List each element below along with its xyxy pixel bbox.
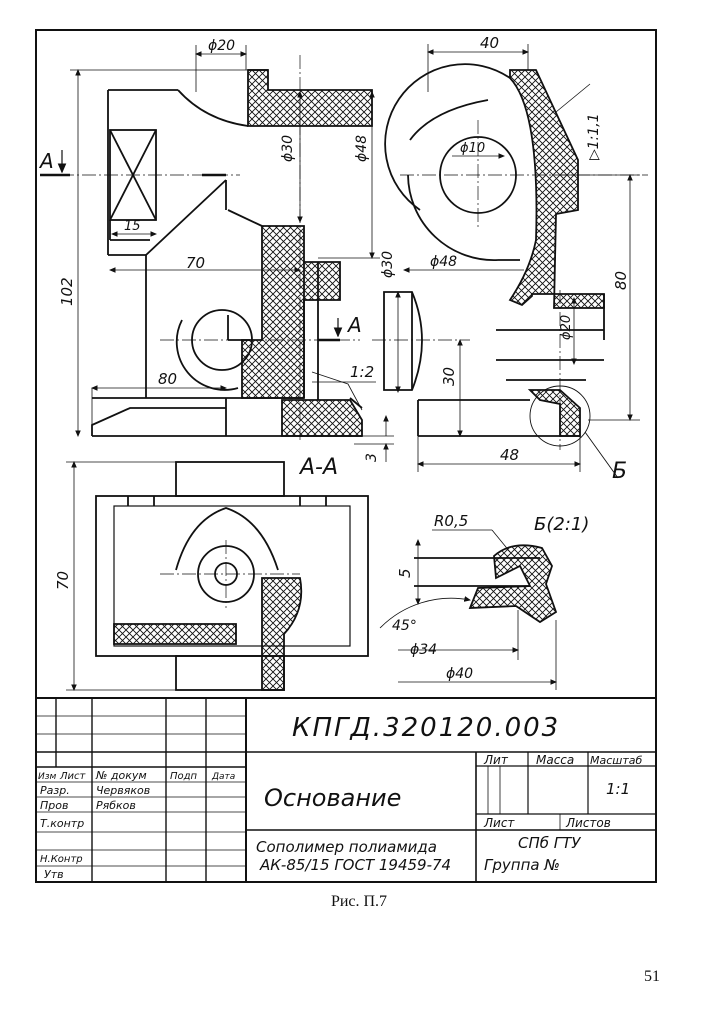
taper-1-1-1: ▷1:1,1 bbox=[586, 113, 602, 160]
detail-callout: Б bbox=[612, 459, 627, 484]
document-code: КПГД.320120.003 bbox=[292, 713, 560, 743]
side-dimensions bbox=[398, 44, 640, 472]
dim-d48-vertical: ϕ48 bbox=[354, 135, 370, 162]
figure-caption: Рис. П.7 bbox=[330, 893, 388, 910]
dim-102: 102 bbox=[58, 277, 76, 306]
rev-doc-no: № докум bbox=[95, 769, 147, 782]
rev-sign: Подп bbox=[170, 771, 198, 782]
front-dimensions bbox=[70, 45, 394, 462]
dim-3: 3 bbox=[364, 453, 380, 462]
material-line1: Сополимер полиамида bbox=[256, 838, 437, 856]
section-title: A-A bbox=[298, 455, 338, 480]
header-sheet: Лист bbox=[483, 816, 515, 830]
role-norm-control: Н.Контр bbox=[40, 854, 83, 865]
header-sheets: Листов bbox=[565, 816, 611, 830]
role-checked: Пров bbox=[40, 799, 68, 812]
title-block-grid bbox=[36, 697, 656, 882]
dim-d20-side: ϕ20 bbox=[559, 315, 574, 340]
side-foot-hatch bbox=[527, 389, 581, 437]
front-hatch-column bbox=[241, 225, 341, 399]
dim-d30-vertical: ϕ30 bbox=[280, 135, 296, 162]
top-view bbox=[95, 461, 369, 691]
scale-value: 1:1 bbox=[606, 780, 630, 798]
header-mass: Масса bbox=[536, 753, 574, 767]
top-hatch-right bbox=[261, 577, 303, 691]
detail-dimensions bbox=[379, 529, 556, 690]
front-hatch-top bbox=[247, 69, 373, 127]
top-hatch-left bbox=[113, 623, 237, 645]
dim-48: 48 bbox=[500, 446, 519, 464]
drawing-frame bbox=[35, 29, 657, 883]
radius-r05: R0,5 bbox=[434, 512, 468, 530]
section-mark-right: A bbox=[346, 313, 362, 337]
dim-d48-side: ϕ48 bbox=[430, 254, 457, 270]
drawing-text: ϕ20 ϕ30 ϕ48 ϕ30 ϕ10 ϕ48 ϕ20 15 70 102 80… bbox=[38, 34, 642, 881]
dim-80-front: 80 bbox=[158, 370, 177, 388]
dim-d34: ϕ34 bbox=[410, 642, 437, 658]
angle-45: 45° bbox=[392, 618, 417, 634]
role-tech-control: Т.контр bbox=[40, 817, 84, 830]
dim-30: 30 bbox=[440, 367, 458, 386]
section-mark-left: A bbox=[38, 149, 54, 173]
header-lit: Лит bbox=[483, 753, 509, 767]
detail-hatch bbox=[468, 544, 558, 624]
dim-15: 15 bbox=[124, 219, 141, 234]
dim-d10: ϕ10 bbox=[460, 141, 485, 156]
dim-70: 70 bbox=[186, 254, 205, 272]
name-developer: Червяков bbox=[96, 784, 150, 797]
dim-d30-side: ϕ30 bbox=[380, 251, 396, 278]
rev-change: Изм bbox=[38, 772, 57, 782]
rev-date: Дата bbox=[211, 772, 235, 782]
dim-d20-top: ϕ20 bbox=[208, 38, 235, 54]
detail-view bbox=[414, 544, 558, 624]
header-scale: Масштаб bbox=[590, 754, 642, 767]
slope-1-2: 1:2 bbox=[350, 363, 374, 381]
group-label: Группа № bbox=[484, 856, 560, 874]
side-view bbox=[372, 63, 648, 479]
page-number: 51 bbox=[644, 968, 660, 985]
side-hatch bbox=[508, 69, 605, 309]
detail-title: Б(2:1) bbox=[534, 514, 589, 535]
top-dimensions bbox=[66, 462, 176, 690]
name-checker: Рябков bbox=[96, 799, 136, 812]
material-line2: АК-85/15 ГОСТ 19459-74 bbox=[259, 856, 451, 874]
organization: СПб ГТУ bbox=[518, 834, 581, 852]
dim-d40: ϕ40 bbox=[446, 666, 473, 682]
dim-70-top: 70 bbox=[54, 571, 72, 590]
role-approved: Утв bbox=[44, 868, 64, 881]
dim-80-side: 80 bbox=[612, 271, 630, 290]
part-name: Основание bbox=[264, 784, 401, 812]
rev-list: Лист bbox=[59, 771, 87, 782]
dim-5: 5 bbox=[396, 568, 414, 578]
role-developed: Разр. bbox=[40, 784, 70, 797]
dim-40: 40 bbox=[480, 34, 499, 52]
front-hatch-foot bbox=[281, 399, 363, 437]
